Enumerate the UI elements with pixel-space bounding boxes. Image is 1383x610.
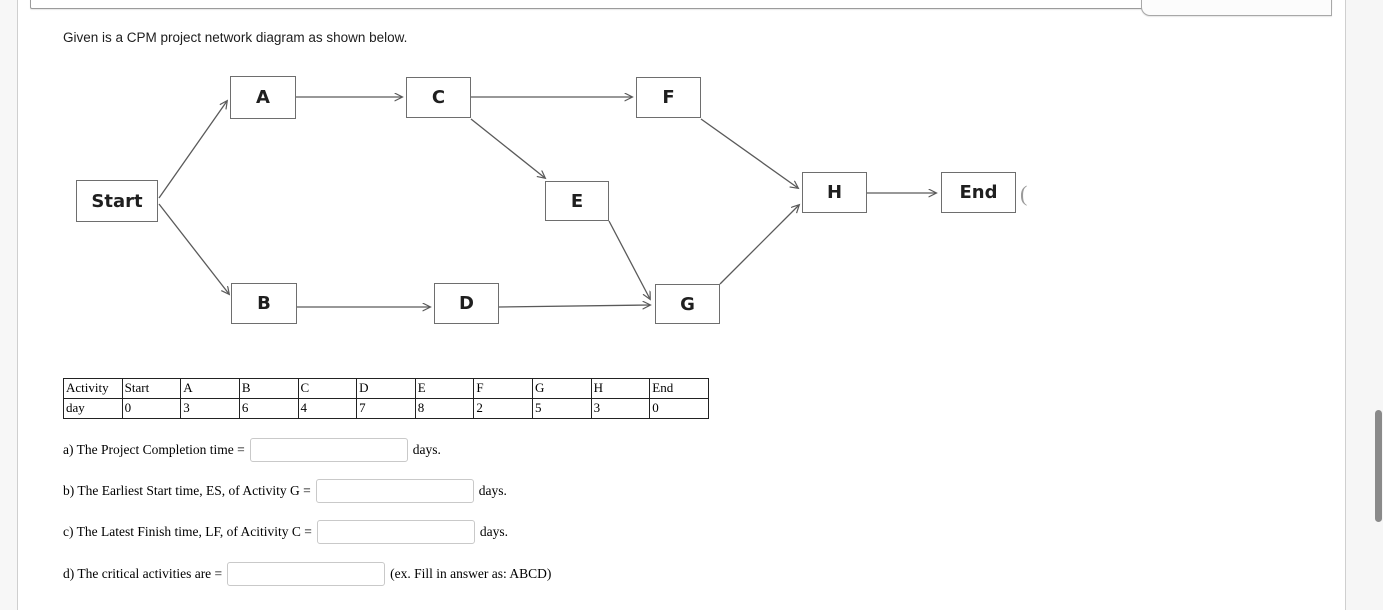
scrollbar-track[interactable] (1345, 0, 1383, 610)
table-cell: A (180, 378, 240, 399)
node-g: G (655, 284, 720, 324)
table-cell: H (590, 378, 651, 399)
question-c: c) The Latest Finish time, LF, of Acitiv… (63, 519, 508, 545)
arrow-e-to-g (608, 220, 650, 299)
arrow-g-to-h (719, 205, 799, 285)
scrollbar-thumb[interactable] (1375, 410, 1382, 522)
toolbar-tab-remnant (1141, 0, 1332, 16)
table-cell: End (649, 378, 709, 399)
node-f: F (636, 77, 701, 118)
question-c-suffix: days. (479, 524, 509, 539)
arrow-start-to-b (158, 203, 229, 294)
node-start: Start (76, 180, 158, 222)
question-a-label: a) The Project Completion time = (63, 442, 245, 457)
question-b-suffix: days. (478, 483, 507, 498)
question-c-label: c) The Latest Finish time, LF, of Acitiv… (63, 524, 312, 539)
table-cell: Activity (63, 378, 123, 399)
table-cell: F (473, 378, 533, 399)
table-cell: 0 (121, 398, 182, 419)
arrow-c-to-e (470, 118, 545, 178)
table-cell: 3 (180, 398, 240, 419)
left-page-gutter (0, 0, 18, 610)
question-d-input[interactable] (227, 562, 386, 586)
table-cell: D (356, 378, 416, 399)
table-cell: 6 (238, 398, 299, 419)
question-d: d) The critical activities are = (ex. Fi… (63, 561, 551, 587)
question-intro: Given is a CPM project network diagram a… (63, 30, 408, 45)
node-end: End (941, 172, 1016, 213)
table-cell: C (297, 378, 358, 399)
arrow-f-to-h (700, 118, 798, 188)
question-a-input[interactable] (249, 438, 408, 462)
table-cell: 5 (532, 398, 592, 419)
table-cell: 4 (297, 398, 358, 419)
question-b-label: b) The Earliest Start time, ES, of Activ… (63, 483, 311, 498)
table-cell: 0 (649, 398, 709, 419)
question-b: b) The Earliest Start time, ES, of Activ… (63, 478, 507, 504)
question-d-suffix: (ex. Fill in answer as: ABCD) (390, 566, 552, 581)
node-h: H (802, 172, 867, 213)
table-cell: Start (121, 378, 182, 399)
node-c: C (406, 77, 471, 118)
arrow-start-to-a (158, 101, 227, 199)
table-cell: E (414, 378, 475, 399)
table-cell: 2 (473, 398, 533, 419)
table-cell: B (238, 378, 299, 399)
node-e: E (545, 181, 609, 221)
node-a: A (230, 76, 296, 119)
table-cell: 7 (356, 398, 416, 419)
stray-parenthesis: ( (1020, 181, 1028, 206)
question-a: a) The Project Completion time = days. (63, 437, 441, 463)
question-a-suffix: days. (412, 442, 441, 457)
toolbar-bottom-edge (30, 0, 1332, 9)
node-d: D (434, 283, 499, 324)
question-b-input[interactable] (315, 479, 474, 503)
node-b: B (231, 283, 297, 324)
question-d-label: d) The critical activities are = (63, 566, 223, 581)
table-cell: G (532, 378, 592, 399)
table-cell: day (63, 398, 123, 419)
table-cell: 8 (414, 398, 475, 419)
question-c-input[interactable] (316, 520, 475, 544)
arrow-d-to-g (498, 305, 650, 307)
table-cell: 3 (590, 398, 651, 419)
